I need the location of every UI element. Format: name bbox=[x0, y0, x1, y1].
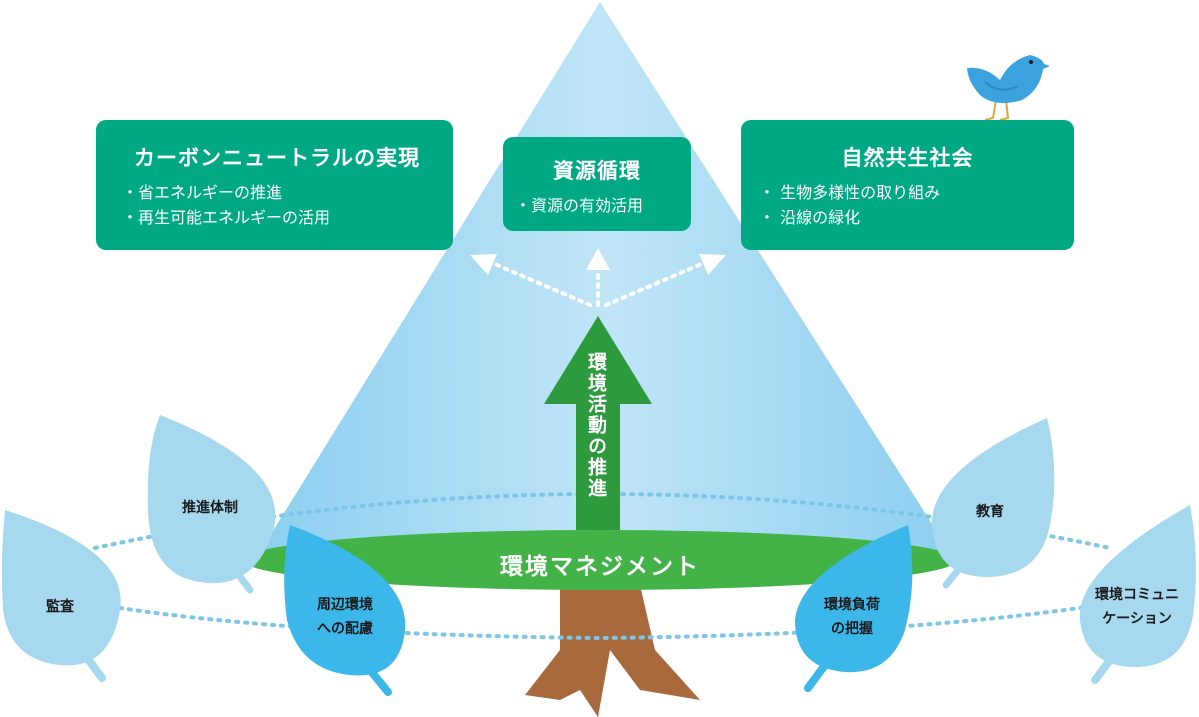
leaf-label-line: 周辺環境 bbox=[317, 597, 373, 613]
leaf-label-education: 教育 bbox=[976, 504, 1004, 520]
leaf-surroundings bbox=[284, 525, 406, 696]
arrow-shape bbox=[544, 316, 652, 530]
dotted-arrows bbox=[488, 260, 708, 307]
leaf-label-line: 環境負荷 bbox=[824, 597, 880, 613]
leaf-label-communication: 環境コミュニ ケーション bbox=[1078, 583, 1196, 631]
carbon-neutral-title: カーボンニュートラルの実現 bbox=[134, 146, 420, 170]
dotted-arrow-heads bbox=[470, 248, 726, 275]
leaf-communication bbox=[1079, 505, 1196, 684]
list-item: ・ 沿線の緑化 bbox=[759, 208, 861, 227]
resource-circulation-title: 資源循環 bbox=[553, 159, 641, 183]
triangle-background bbox=[255, 2, 955, 560]
carbon-neutral-box: カーボンニュートラルの実現 ・省エネルギーの推進 ・再生可能エネルギーの活用 bbox=[96, 120, 453, 250]
bird-icon bbox=[967, 55, 1050, 121]
leaf-promotion bbox=[147, 415, 276, 594]
leaf-label-promotion: 推進体制 bbox=[182, 500, 238, 516]
nature-society-box: 自然共生社会 ・ 生物多様性の取り組み ・ 沿線の緑化 bbox=[741, 120, 1074, 250]
leaf-education bbox=[931, 418, 1055, 589]
leaf-label-audit: 監査 bbox=[46, 599, 74, 615]
arrow-label: 環境活動の推進 bbox=[585, 352, 607, 499]
list-item: ・ 生物多様性の取り組み bbox=[759, 183, 941, 202]
list-item: ・省エネルギーの推進 bbox=[122, 183, 283, 202]
leaf-audit bbox=[1, 510, 121, 682]
dotted-ring-front bbox=[118, 603, 1102, 641]
management-ellipse bbox=[243, 530, 957, 590]
nature-society-list: ・ 生物多様性の取り組み ・ 沿線の緑化 bbox=[759, 180, 1074, 230]
tree-trunk bbox=[525, 585, 700, 717]
management-label: 環境マネジメント bbox=[500, 554, 700, 580]
list-item: ・資源の有効活用 bbox=[515, 196, 644, 215]
nature-society-title: 自然共生社会 bbox=[841, 146, 974, 170]
leaf-label-line: への配慮 bbox=[317, 621, 373, 637]
leaf-label-surroundings: 周辺環境 への配慮 bbox=[295, 593, 395, 641]
carbon-neutral-list: ・省エネルギーの推進 ・再生可能エネルギーの活用 bbox=[122, 180, 453, 230]
list-item: ・再生可能エネルギーの活用 bbox=[122, 208, 331, 227]
leaf-label-line: ケーション bbox=[1102, 611, 1172, 627]
leaf-label-load: 環境負荷 の把握 bbox=[802, 593, 902, 641]
resource-circulation-list: ・資源の有効活用 bbox=[515, 193, 691, 218]
leaf-load bbox=[795, 525, 913, 692]
leaf-label-line: の把握 bbox=[831, 621, 873, 637]
resource-circulation-box: 資源循環 ・資源の有効活用 bbox=[503, 137, 691, 231]
leaf-label-line: 環境コミュニ bbox=[1095, 587, 1179, 603]
